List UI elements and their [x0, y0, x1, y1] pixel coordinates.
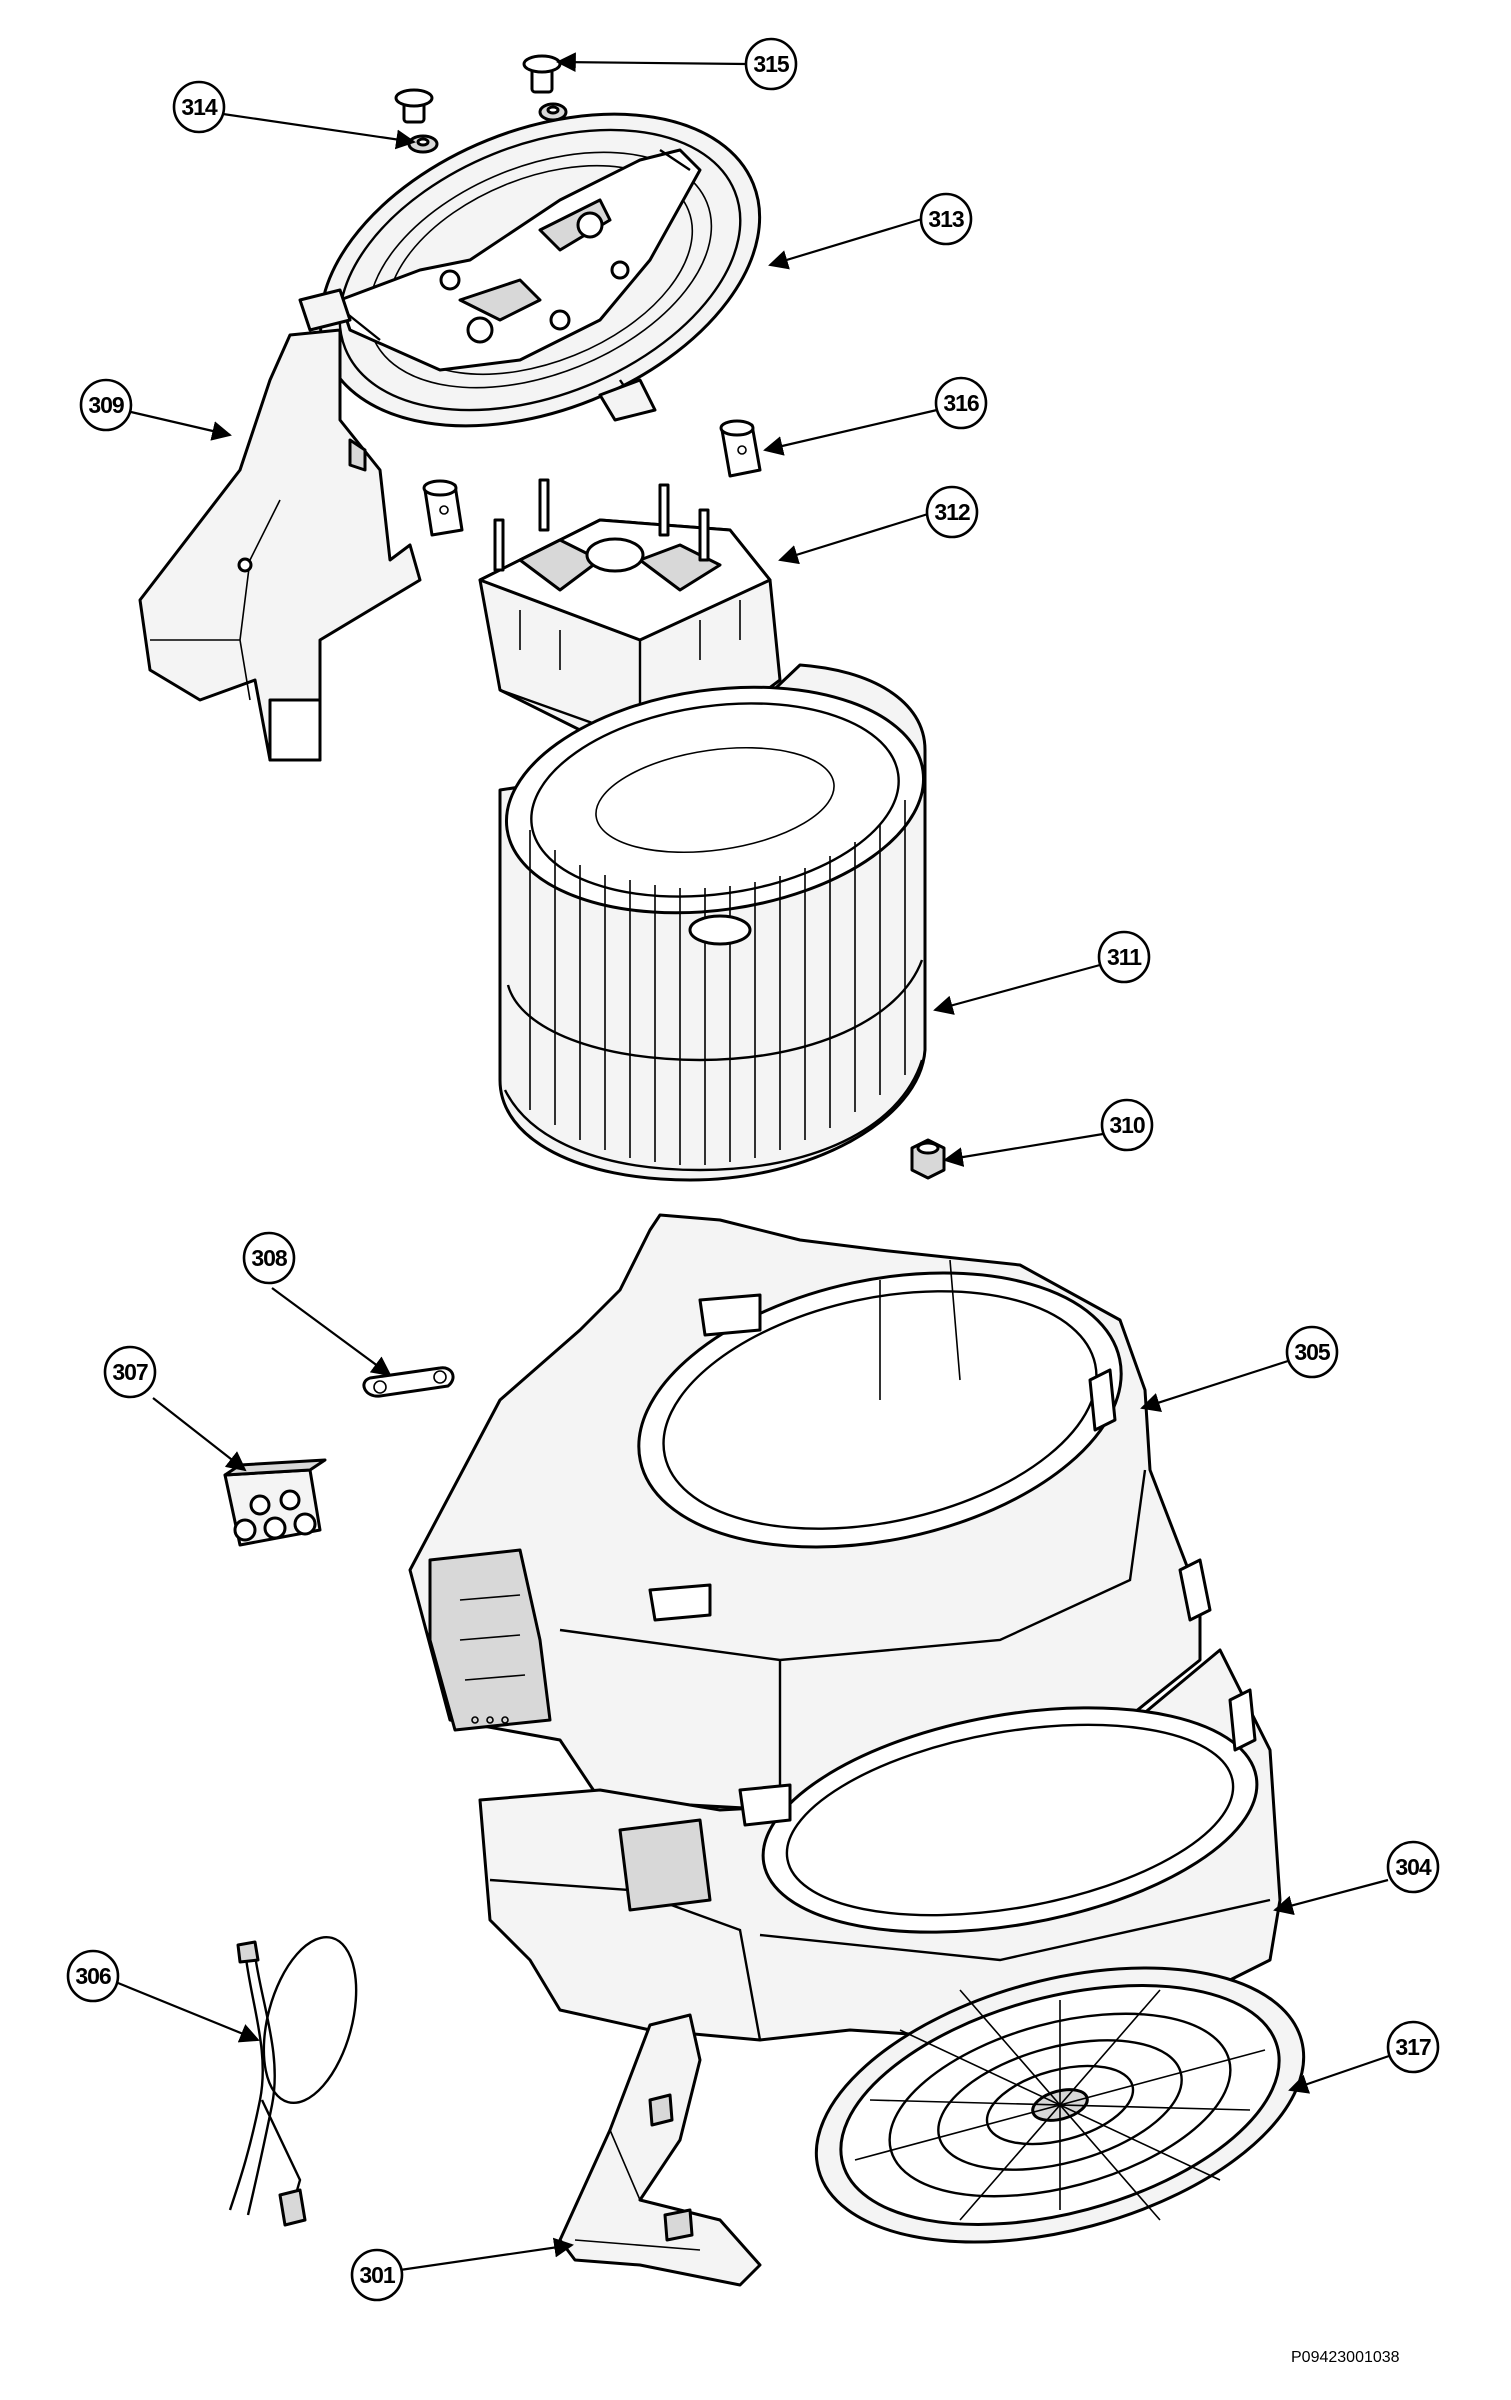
callout-label: 311 [1107, 944, 1142, 970]
leader-lines [117, 52, 1390, 2272]
part-307-terminal-block [223, 1458, 327, 1547]
callout-309: 309 [79, 378, 133, 432]
callout-label: 312 [934, 499, 970, 525]
callout-label: 314 [181, 94, 218, 120]
callout-316: 316 [934, 376, 988, 430]
part-314-screw [394, 88, 439, 154]
callout-label: 310 [1109, 1112, 1145, 1138]
callout-312: 312 [925, 485, 979, 539]
part-306-cable-harness [228, 1935, 358, 2227]
part-316-spacer-b [422, 479, 464, 537]
part-304-lower-housing [478, 1648, 1282, 2042]
callout-310: 310 [1100, 1098, 1154, 1152]
callout-304: 304 [1386, 1840, 1440, 1894]
part-316-spacer [719, 419, 762, 478]
part-305-upper-housing [408, 1213, 1212, 1812]
callout-label: 313 [928, 206, 964, 232]
callout-313: 313 [919, 192, 973, 246]
callout-label: 306 [75, 1963, 111, 1989]
drawing-code: P09423001038 [1291, 2349, 1400, 2366]
callout-label: 308 [251, 1245, 288, 1271]
callout-label: 309 [88, 392, 124, 418]
part-310-nut [910, 1138, 946, 1180]
callout-314: 314 [172, 80, 226, 134]
callout-308: 308 [242, 1231, 296, 1285]
part-317-filter [814, 1966, 1306, 2244]
callout-317: 317 [1386, 2020, 1440, 2074]
part-309-side-duct [138, 328, 422, 762]
callout-301: 301 [350, 2248, 404, 2302]
callout-label: 307 [112, 1359, 148, 1385]
callout-label: 301 [359, 2262, 396, 2288]
callout-311: 311 [1097, 930, 1151, 984]
callout-label: 304 [1395, 1854, 1432, 1880]
callout-307: 307 [103, 1345, 157, 1399]
callout-306: 306 [66, 1949, 120, 2003]
part-311-blower-wheel [498, 663, 927, 1182]
callout-305: 305 [1285, 1325, 1339, 1379]
part-308-bracket [362, 1366, 455, 1398]
callout-label: 317 [1395, 2034, 1431, 2060]
callout-label: 316 [943, 390, 979, 416]
callout-label: 305 [1294, 1339, 1331, 1365]
part-301-front-cover [558, 2013, 762, 2287]
part-315-screw [522, 54, 568, 122]
callout-label: 315 [753, 51, 790, 77]
part-313-motor-plate [298, 112, 762, 428]
callout-315: 315 [744, 37, 798, 91]
